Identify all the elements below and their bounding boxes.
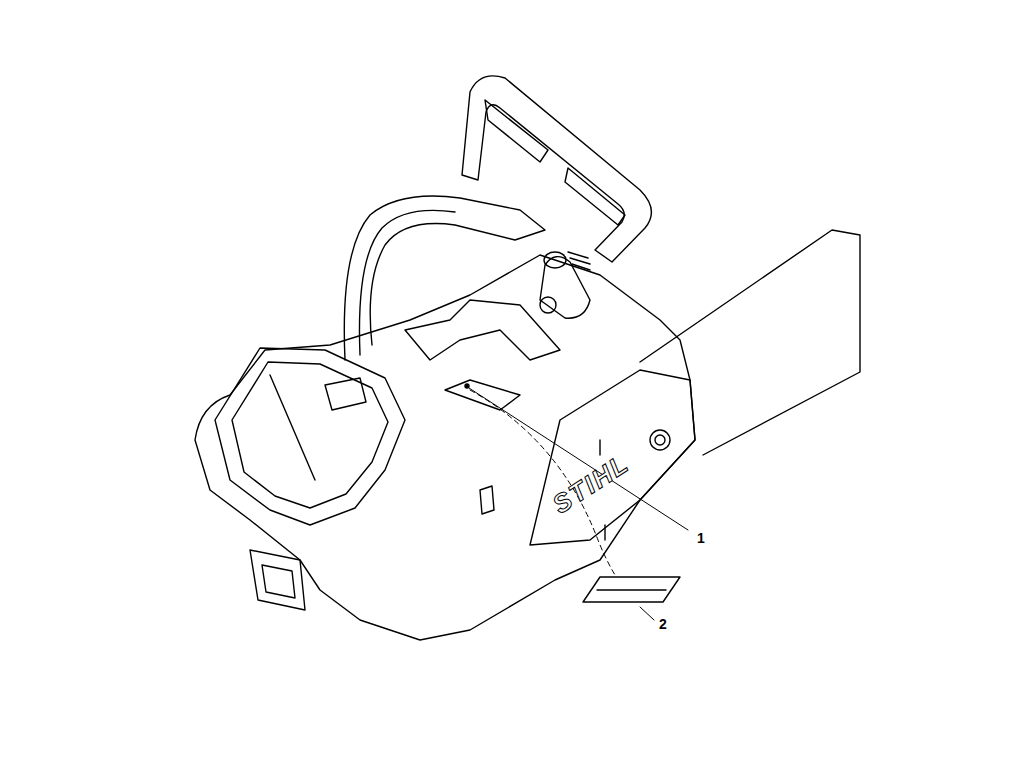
leader-dot: [465, 384, 469, 388]
front-badge: [262, 565, 295, 598]
knob-ridges: [568, 252, 590, 270]
callout-number: 2: [659, 617, 667, 631]
leader-line: [469, 388, 688, 530]
callout-number: 1: [697, 531, 705, 545]
hand-guard-slot: [485, 100, 548, 162]
label-part-line: [597, 589, 666, 590]
knob-cap: [544, 252, 566, 268]
rear-handle-inner: [232, 362, 388, 508]
rear-handle: [215, 348, 405, 525]
brand-logo: STIHL: [548, 450, 634, 518]
engine-housing: [195, 255, 695, 640]
guide-bar: [640, 230, 860, 455]
bar-nut: [650, 430, 670, 450]
top-handle: [344, 196, 545, 360]
leader-line: [640, 607, 654, 620]
oil-cap: [540, 297, 556, 313]
bar-nut-inner: [655, 435, 665, 445]
top-cover: [405, 300, 560, 360]
trigger-line: [270, 375, 315, 480]
front-panel: [250, 550, 305, 610]
side-vent: [480, 486, 494, 514]
label-recess: [445, 380, 520, 410]
label-part: [583, 577, 680, 602]
hand-guard-slot: [565, 168, 625, 225]
lockout-lever: [325, 378, 366, 410]
